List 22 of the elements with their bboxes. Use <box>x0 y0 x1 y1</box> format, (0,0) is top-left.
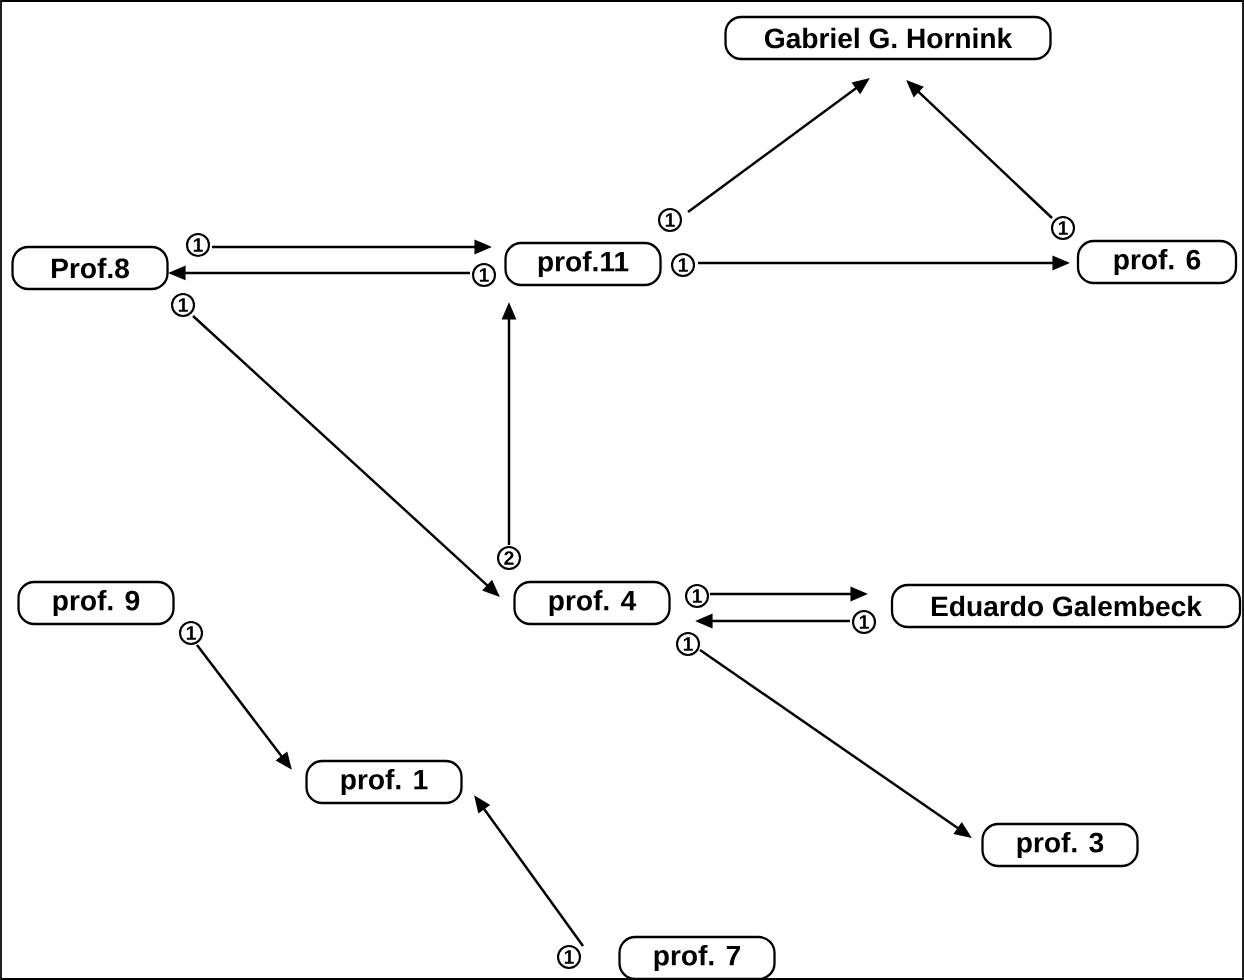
name-box: prof. 7 <box>618 935 776 980</box>
edge-label: 1 <box>185 232 211 258</box>
edge-label: 1 <box>178 620 204 646</box>
name-box: prof. 6 <box>1076 239 1238 285</box>
name-box: Gabriel G. Hornink <box>724 15 1052 61</box>
name-box: prof. 3 <box>981 822 1139 868</box>
name-box: prof. 4 <box>513 580 671 626</box>
edge-label: 1 <box>170 292 196 318</box>
edge-label: 1 <box>1050 215 1076 241</box>
name-box: prof. 1 <box>305 759 463 805</box>
edge-label: 1 <box>851 609 877 635</box>
name-box: Eduardo Galembeck <box>890 583 1242 629</box>
edge-label: 1 <box>556 944 582 970</box>
edge-label: 1 <box>657 207 683 233</box>
edge-label: 2 <box>496 545 522 571</box>
name-box: Prof.8 <box>11 245 169 291</box>
edge-label: 1 <box>684 583 710 609</box>
edge-label: 1 <box>675 631 701 657</box>
edge-label: 1 <box>670 252 696 278</box>
edge-label: 1 <box>471 262 497 288</box>
name-box: prof. 9 <box>17 580 175 626</box>
name-box: prof.11 <box>504 241 662 287</box>
